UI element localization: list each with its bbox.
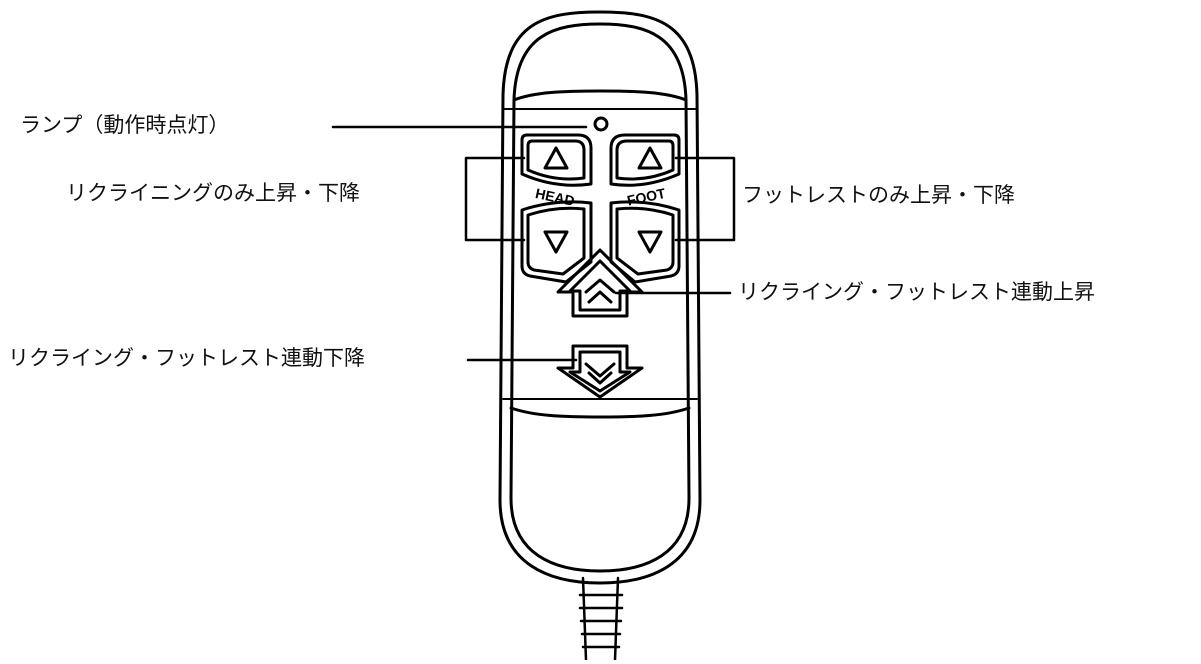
bottom-grip bbox=[509, 406, 691, 419]
double-chevron-down-icon bbox=[584, 362, 616, 385]
lamp-label: ランプ（動作時点灯） bbox=[20, 113, 230, 137]
triangle-down-icon bbox=[637, 230, 663, 254]
top-cap bbox=[512, 89, 688, 102]
linked-down-label: リクライング・フットレスト連動下降 bbox=[8, 346, 365, 370]
remote-body-inner bbox=[509, 22, 691, 573]
linked-up-label: リクライング・フットレスト連動上昇 bbox=[738, 280, 1095, 304]
linked-down-button[interactable] bbox=[556, 344, 644, 399]
foot-down-button[interactable] bbox=[609, 200, 681, 284]
foot-label: FOOT bbox=[626, 185, 668, 209]
triangle-down-icon bbox=[543, 230, 569, 254]
head-up-button[interactable] bbox=[520, 133, 593, 187]
linked-up-button[interactable] bbox=[556, 248, 644, 318]
leader-lines bbox=[331, 125, 736, 362]
recline-label: リクライニングのみ上昇・下降 bbox=[66, 181, 360, 205]
remote-body-outer bbox=[498, 10, 702, 585]
recline-bracket bbox=[464, 156, 526, 242]
foot-up-button[interactable] bbox=[609, 133, 681, 187]
footrest-bracket bbox=[674, 156, 736, 242]
footrest-label: フットレストのみ上昇・下降 bbox=[742, 183, 1015, 207]
cable bbox=[578, 576, 624, 662]
triangle-up-icon bbox=[637, 146, 663, 170]
triangle-up-icon bbox=[543, 146, 569, 170]
lamp-indicator-icon bbox=[593, 116, 609, 132]
double-chevron-up-icon bbox=[584, 278, 616, 304]
